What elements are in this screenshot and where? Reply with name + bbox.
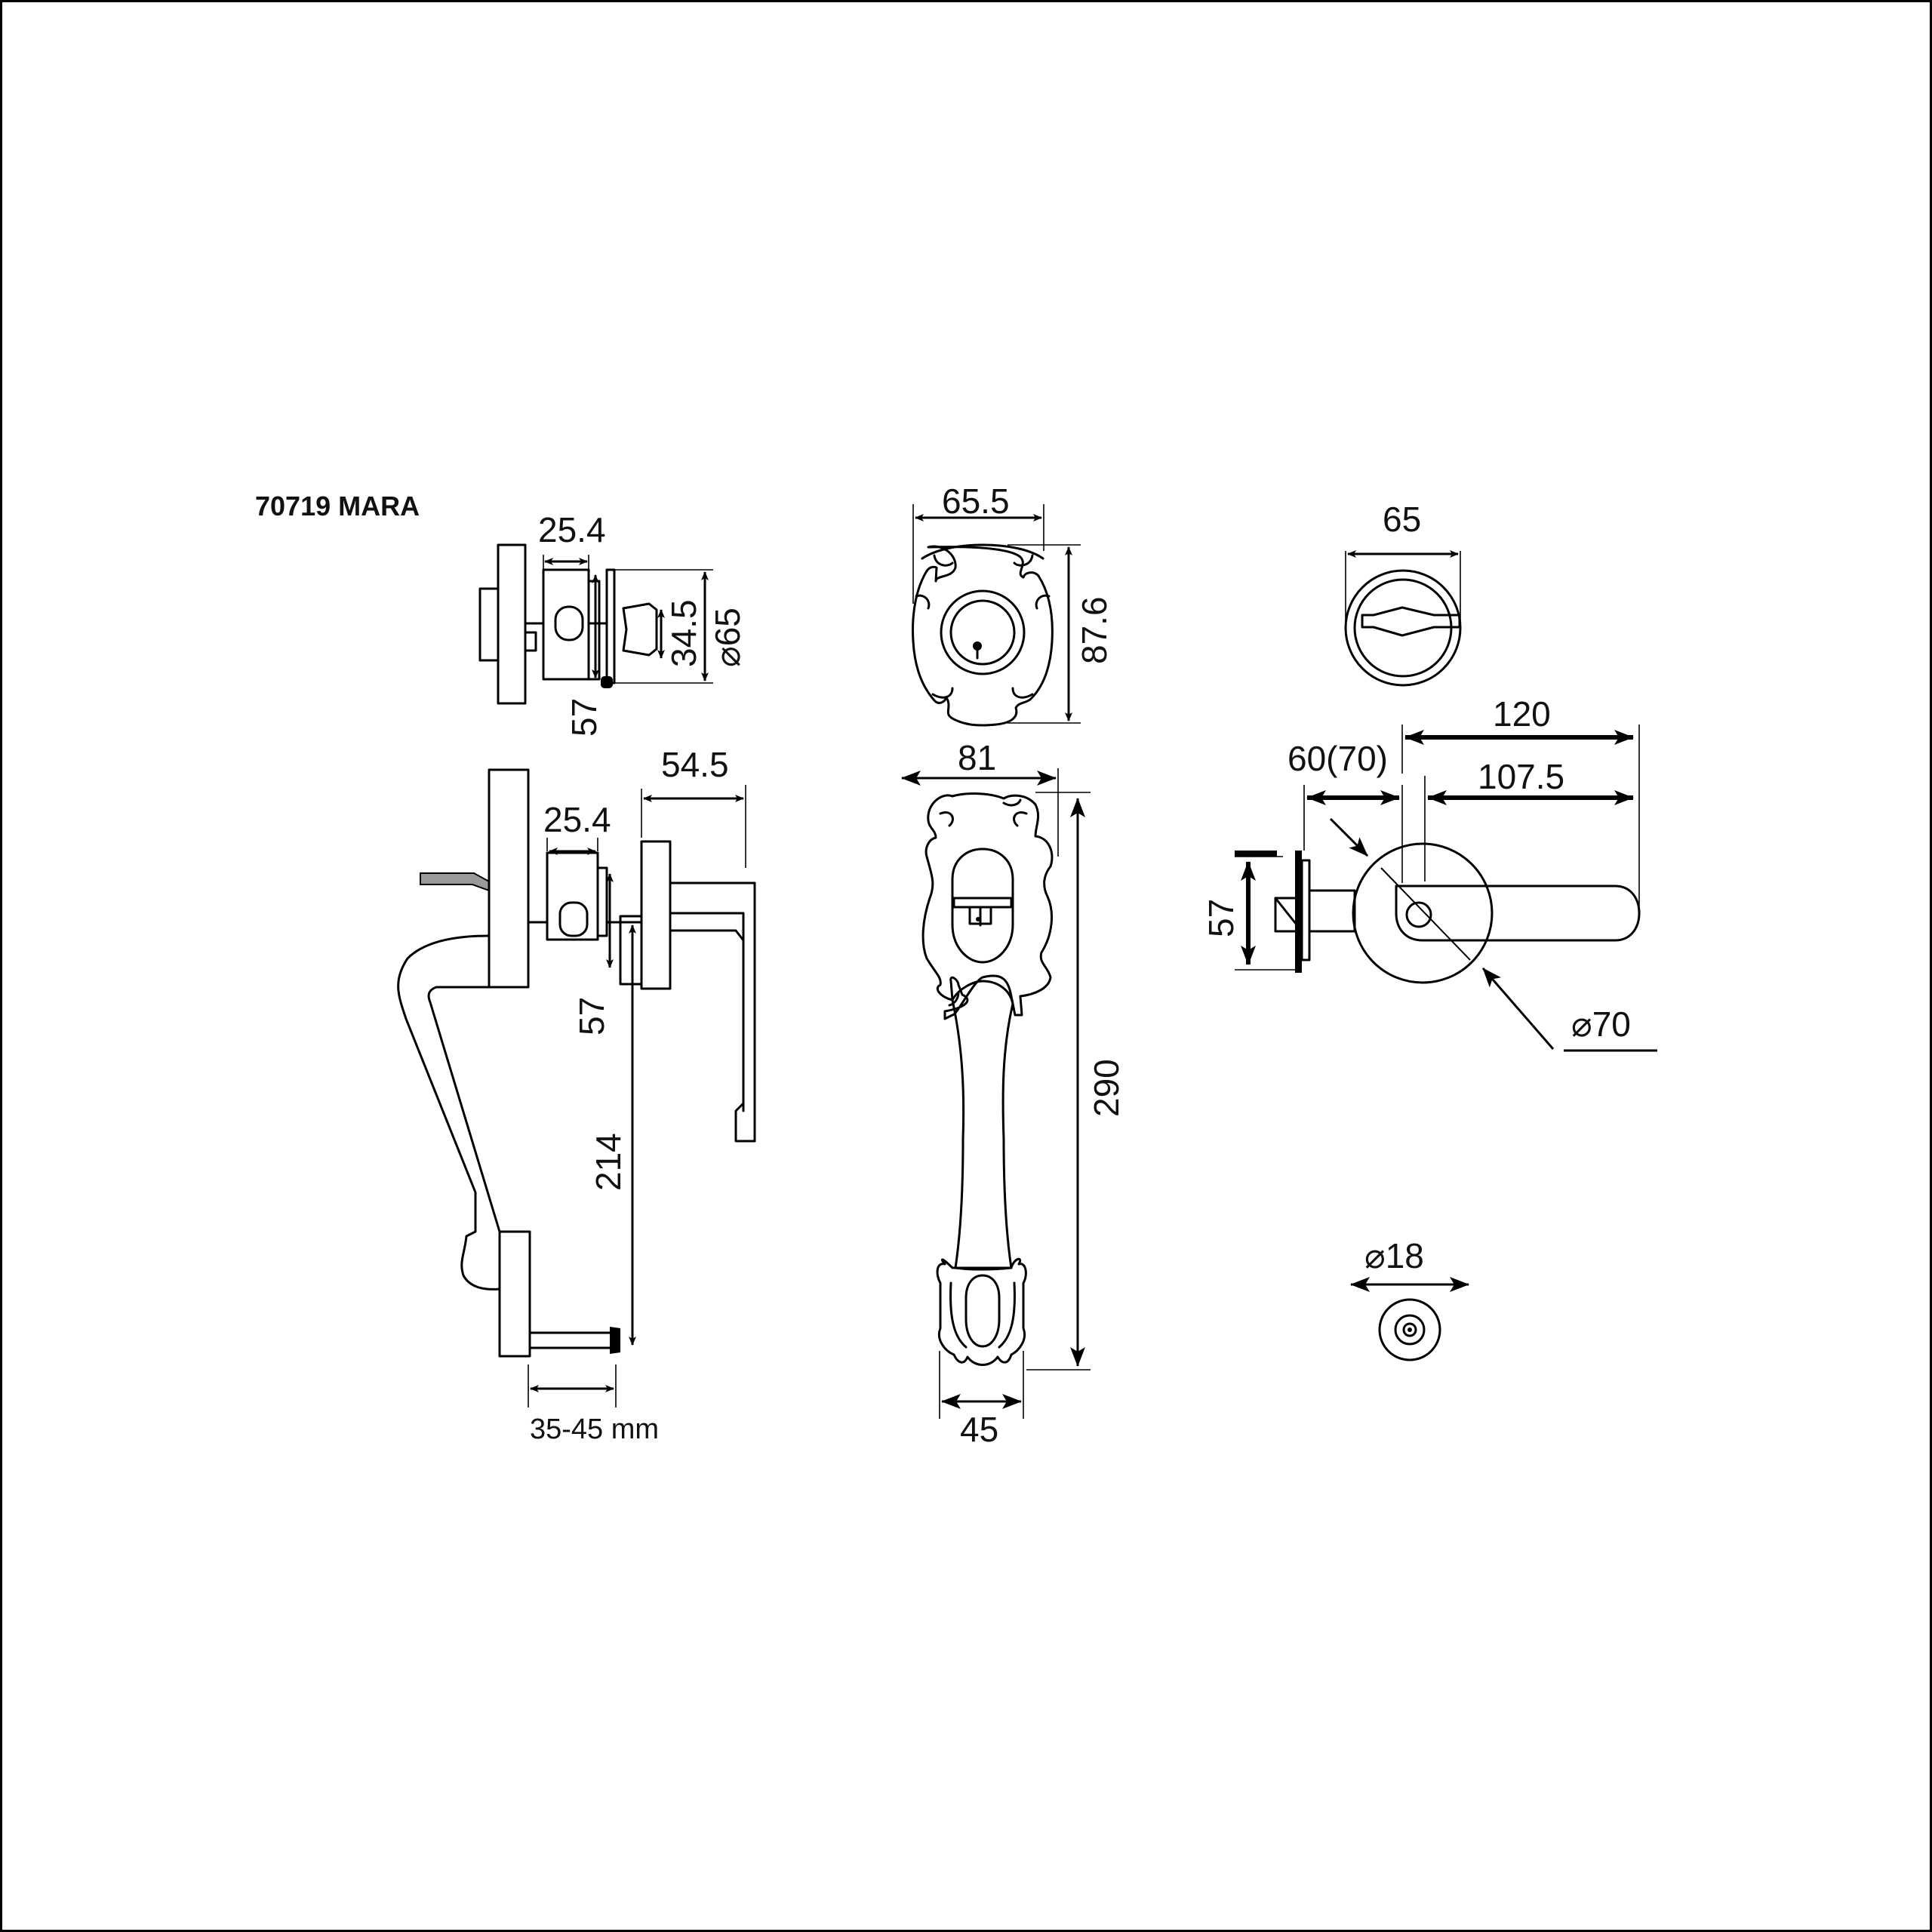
handleset-side-dimensions: 54.5 25.4 57 214 35-45 mm	[530, 745, 744, 1445]
set-screw-icon	[610, 1327, 620, 1354]
strike-plate	[1235, 851, 1277, 857]
deadbolt-projection-label: 57	[565, 698, 604, 737]
deadbolt-front-height-label: 87.6	[1075, 596, 1114, 664]
deadbolt-front-view	[912, 504, 1081, 727]
key-cylinder-dimensions: ⌀18	[1350, 1236, 1469, 1292]
handle-front-bottom-width-label: 45	[960, 1410, 998, 1449]
thumbturn-dimensions: 65	[1347, 500, 1459, 558]
key-cylinder-diameter-label: ⌀18	[1364, 1236, 1424, 1275]
handle-front-view	[921, 768, 1091, 1419]
handleset-backset-label: 25.4	[543, 800, 611, 839]
lever-rose-diameter-label: ⌀70	[1571, 1004, 1631, 1044]
deadbolt-inner-height-label: 34.5	[664, 599, 703, 667]
handle-front-dimensions: 81 290 45	[901, 738, 1126, 1449]
thumbturn-diameter-label: 65	[1383, 500, 1421, 539]
handle-front-width-label: 81	[958, 738, 996, 777]
deadbolt-front-width-label: 65.5	[942, 481, 1010, 521]
product-title: 70719 MARA	[255, 491, 420, 521]
deadbolt-side-view	[478, 543, 713, 705]
handleset-lever-projection-label: 54.5	[661, 745, 729, 784]
deadbolt-dimensions: 25.4 34.5 ⌀65 57	[538, 510, 747, 737]
thumbturn-front-view	[1344, 551, 1462, 687]
rose-backplate	[1295, 851, 1302, 973]
lever-rose-offset-label: 60(70)	[1287, 739, 1388, 778]
key-cylinder-front-view	[1378, 1298, 1441, 1361]
lever-view	[1235, 724, 1641, 984]
lever-dimensions: 120 60(70) 107.5 57 ⌀70	[1201, 694, 1657, 1052]
lever-grip-length-label: 107.5	[1478, 757, 1564, 796]
door-spindle	[420, 872, 490, 892]
handle-front-height-label: 290	[1087, 1059, 1126, 1117]
handleset-center-distance-label: 214	[589, 1133, 628, 1191]
deadbolt-front-dimensions: 65.5 87.6	[915, 481, 1114, 721]
door-thickness-label: 35-45 mm	[530, 1414, 659, 1445]
handleset-side-view	[397, 768, 756, 1407]
keyhole-icon	[1407, 1327, 1412, 1332]
lever-projection-label: 57	[1201, 899, 1241, 937]
set-screw-icon	[601, 676, 613, 688]
lever-total-length-label: 120	[1493, 694, 1551, 734]
deadbolt-rose-diameter-label: ⌀65	[708, 608, 747, 667]
deadbolt-backset-label: 25.4	[538, 510, 606, 549]
handleset-projection-label: 57	[572, 997, 611, 1035]
